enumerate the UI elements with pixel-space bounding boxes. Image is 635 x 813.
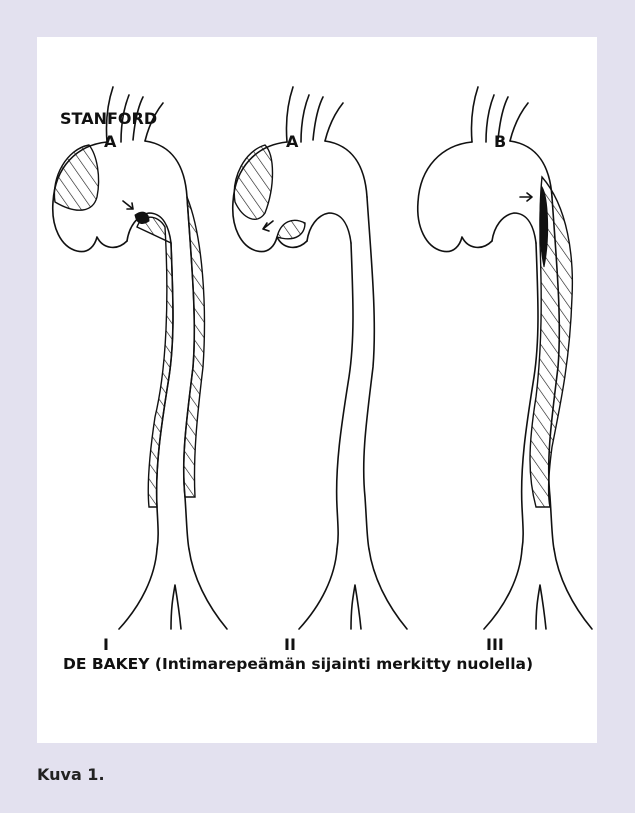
aorta-diagram-type-3 [418, 87, 592, 629]
stanford-type-label: A [104, 134, 116, 150]
debakey-type-label: II [284, 637, 296, 653]
stanford-type-label: A [286, 134, 298, 150]
stanford-type-label: B [494, 134, 506, 150]
aorta-diagram-type-2 [233, 87, 407, 629]
debakey-footer: DE BAKEY (Intimarepeämän sijainti merkit… [63, 657, 533, 673]
aorta-diagram-type-1 [53, 87, 227, 629]
aorta-diagrams [37, 37, 597, 743]
figure-caption: Kuva 1. [37, 765, 105, 784]
debakey-type-label: I [103, 637, 109, 653]
figure-panel: STANFORD A A B I II III DE BAKEY (Intima… [37, 37, 597, 743]
stanford-title: STANFORD [60, 111, 157, 127]
debakey-type-label: III [486, 637, 504, 653]
